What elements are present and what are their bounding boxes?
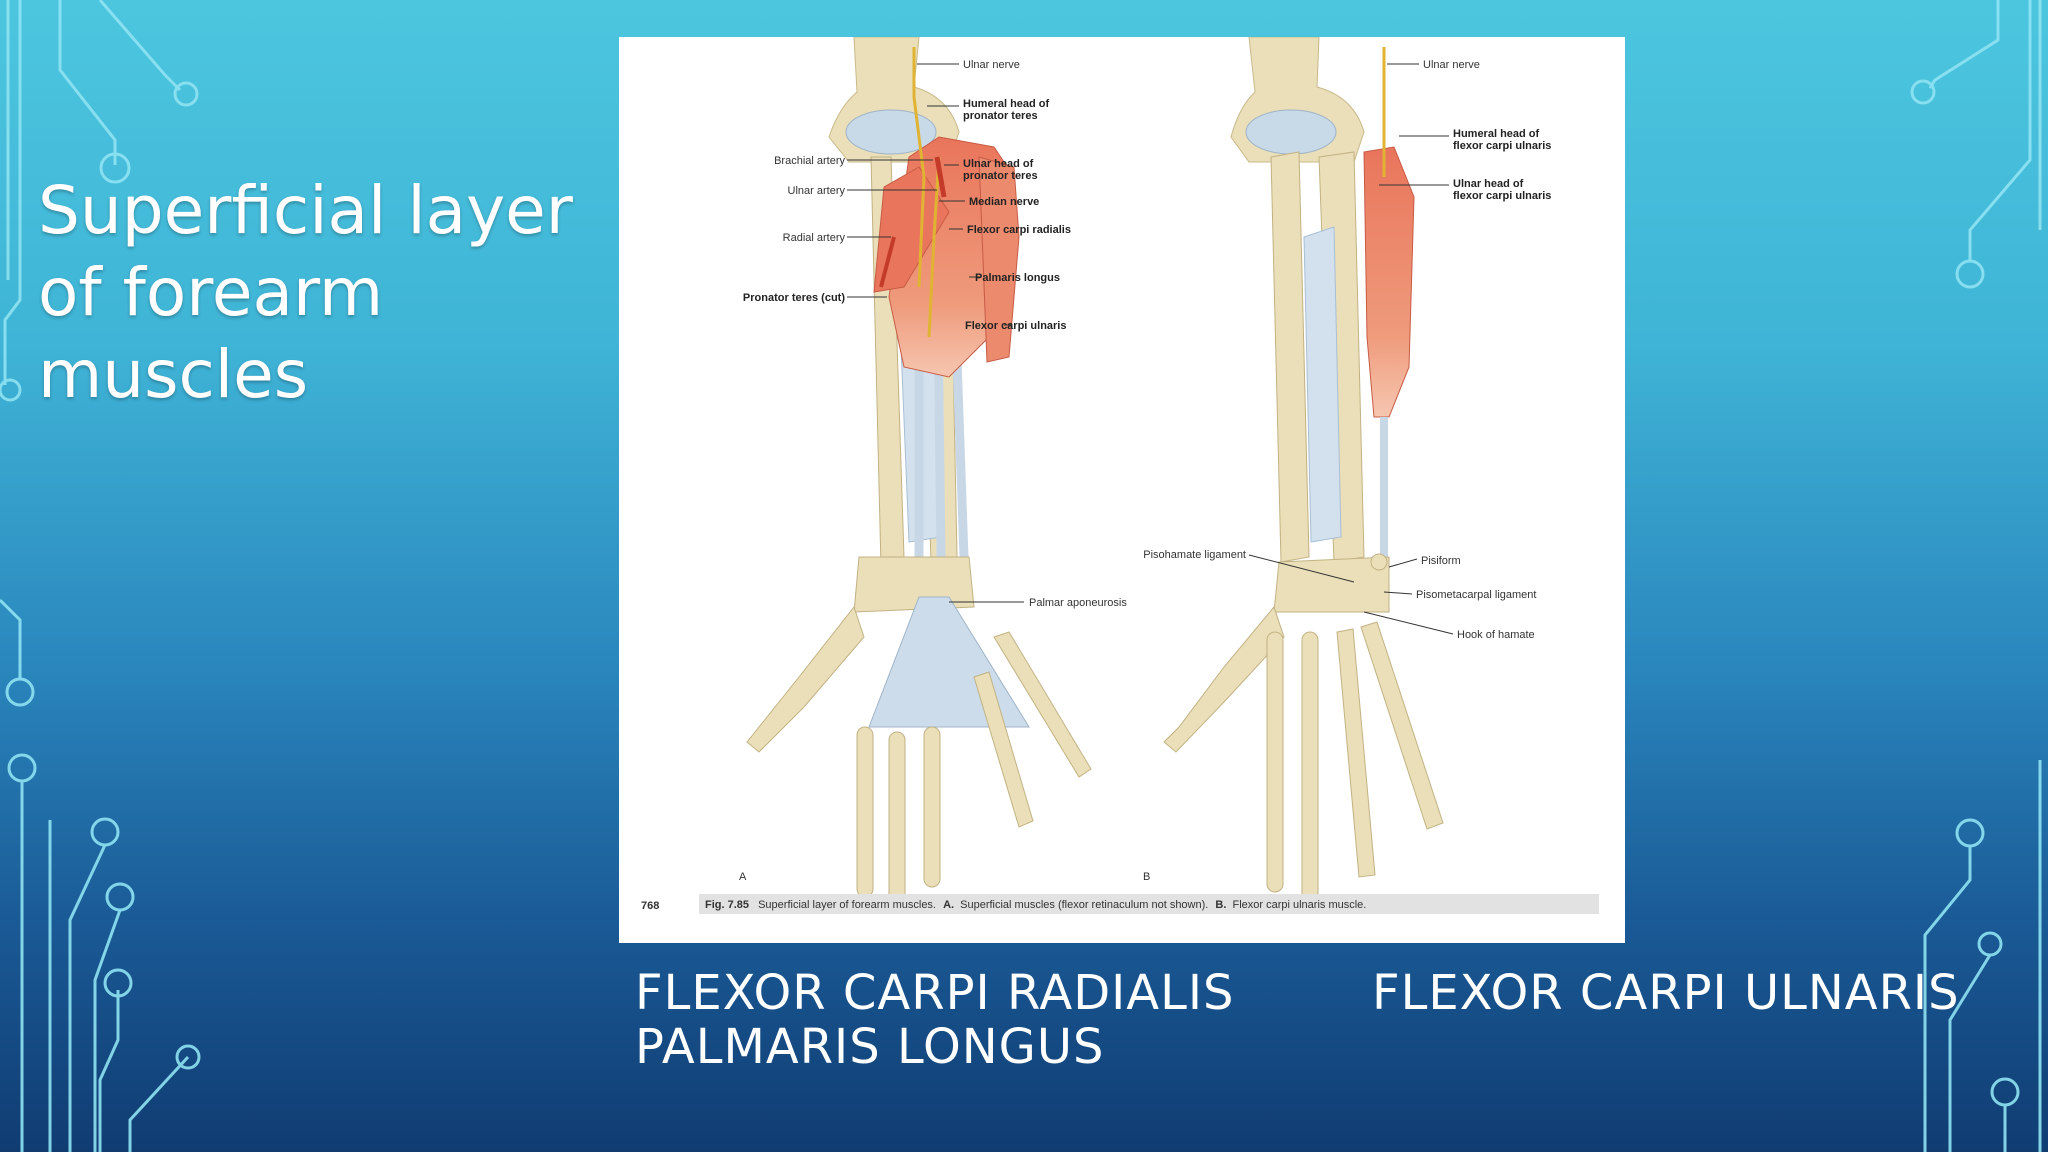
label-humeral-head-fcu-1: Humeral head of: [1453, 128, 1540, 140]
label-median-nerve: Median nerve: [969, 196, 1039, 208]
label-humeral-head-fcu-2: flexor carpi ulnaris: [1453, 140, 1551, 152]
figure-caption-b-text: Flexor carpi ulnaris muscle.: [1232, 899, 1366, 911]
anatomy-figure: Ulnar nerve Humeral head of pronator ter…: [619, 36, 1625, 943]
label-ulnar-nerve-a: Ulnar nerve: [963, 59, 1020, 71]
figure-number: Fig. 7.85: [705, 899, 749, 911]
label-pisiform: Pisiform: [1421, 555, 1461, 567]
panel-b-drawing: [1163, 36, 1444, 908]
caption-flexor-carpi-ulnaris: FLEXOR CARPI ULNARIS: [1372, 965, 1960, 1021]
label-flexor-carpi-radialis: Flexor carpi radialis: [967, 224, 1071, 236]
caption-palmaris-longus: PALMARIS LONGUS: [635, 1019, 1105, 1075]
label-ulnar-nerve-b: Ulnar nerve: [1423, 59, 1480, 71]
label-ulnar-artery: Ulnar artery: [788, 185, 846, 197]
page-number: 768: [641, 900, 659, 912]
figure-caption: Fig. 7.85 Superficial layer of forearm m…: [705, 899, 1366, 911]
label-ulnar-head-pt-1: Ulnar head of: [963, 158, 1034, 170]
panel-a-labels: Ulnar nerve Humeral head of pronator ter…: [739, 59, 1127, 883]
label-ulnar-head-pt-2: pronator teres: [963, 170, 1038, 182]
slide-title: Superficial layer of forearm muscles: [38, 172, 573, 413]
label-flexor-carpi-ulnaris-a: Flexor carpi ulnaris: [965, 320, 1066, 332]
panel-a-letter: A: [739, 871, 747, 883]
label-hook-of-hamate: Hook of hamate: [1457, 629, 1535, 641]
label-pisohamate-ligament: Pisohamate ligament: [1143, 549, 1246, 561]
label-pronator-teres-cut: Pronator teres (cut): [743, 292, 845, 304]
label-radial-artery: Radial artery: [783, 232, 846, 244]
panel-b-labels: Ulnar nerve Humeral head of flexor carpi…: [1143, 59, 1551, 883]
figure-caption-a-text: Superficial muscles (flexor retinaculum …: [960, 899, 1208, 911]
figure-caption-bar: [699, 894, 1599, 914]
panel-a-drawing: [746, 36, 1092, 908]
label-pisometacarpal-ligament: Pisometacarpal ligament: [1416, 589, 1536, 601]
panel-b-letter: B: [1143, 871, 1150, 883]
label-palmaris-longus: Palmaris longus: [975, 272, 1060, 284]
label-brachial-artery: Brachial artery: [774, 155, 845, 167]
figure-caption-text: Superficial layer of forearm muscles.: [758, 899, 936, 911]
label-humeral-head-pt-1: Humeral head of: [963, 98, 1050, 110]
label-palmar-aponeurosis: Palmar aponeurosis: [1029, 597, 1127, 609]
figure-caption-b-label: B.: [1215, 899, 1226, 911]
label-ulnar-head-fcu-1: Ulnar head of: [1453, 178, 1524, 190]
anatomy-illustration: Ulnar nerve Humeral head of pronator ter…: [641, 36, 1599, 914]
label-humeral-head-pt-2: pronator teres: [963, 110, 1038, 122]
label-ulnar-head-fcu-2: flexor carpi ulnaris: [1453, 190, 1551, 202]
caption-flexor-carpi-radialis: FLEXOR CARPI RADIALIS: [635, 965, 1235, 1021]
figure-caption-a-label: A.: [943, 899, 954, 911]
